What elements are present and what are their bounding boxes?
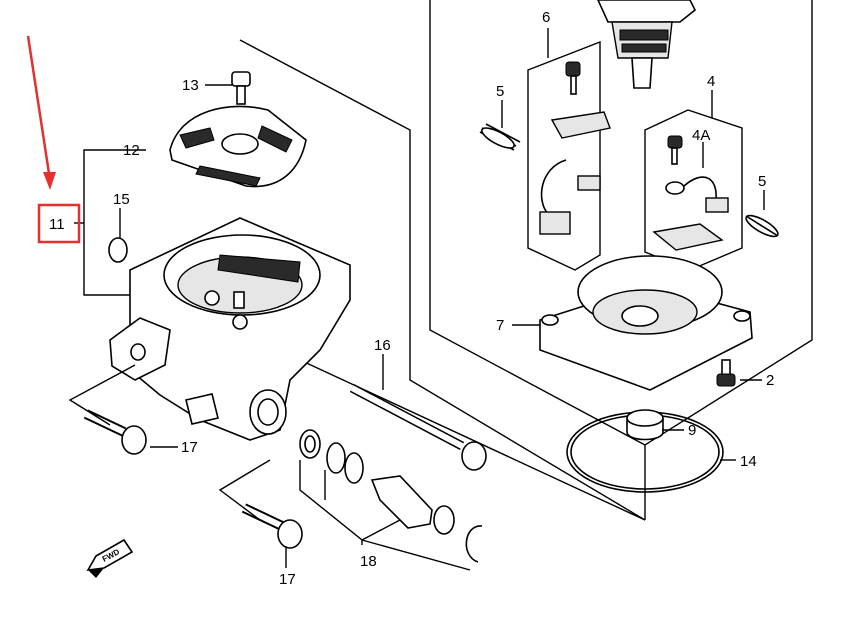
bolt-16 xyxy=(349,384,487,471)
bolt-17-lower xyxy=(241,503,303,549)
callout-17-upper: 17 xyxy=(181,439,198,456)
bolt-17-upper xyxy=(83,409,147,455)
cover-12 xyxy=(169,105,307,188)
callout-4a: 4A xyxy=(692,127,710,144)
spring-5-left xyxy=(479,123,521,151)
part-7-base xyxy=(539,255,753,391)
callout-18: 18 xyxy=(360,553,377,570)
callout-6: 6 xyxy=(542,9,550,26)
bolt-2 xyxy=(716,359,736,387)
callout-11: 11 xyxy=(49,216,65,233)
callout-labels: 6 4 4A 5 5 7 2 9 14 13 12 15 11 16 17 17… xyxy=(49,9,774,588)
callout-13: 13 xyxy=(182,77,199,94)
callout-14: 14 xyxy=(740,453,757,470)
part-4-sensor-group xyxy=(644,109,743,271)
spring-5-right xyxy=(745,214,779,238)
callout-5-left: 5 xyxy=(496,83,504,100)
housing-11 xyxy=(109,217,351,441)
callout-12: 12 xyxy=(123,142,140,159)
callout-16: 16 xyxy=(374,337,391,354)
callout-5-right: 5 xyxy=(758,173,766,190)
callout-9: 9 xyxy=(688,422,696,439)
fwd-arrow-icon: FWD xyxy=(86,538,134,578)
cap-9 xyxy=(626,409,664,441)
highlight-box xyxy=(37,203,81,244)
ring-15 xyxy=(108,237,128,263)
bracket-lines xyxy=(68,364,471,571)
valve-assembly-18 xyxy=(299,429,483,563)
callout-15: 15 xyxy=(113,191,130,208)
callout-2: 2 xyxy=(766,372,774,389)
starter-motor xyxy=(597,0,697,89)
callout-7: 7 xyxy=(496,317,504,334)
callout-4: 4 xyxy=(707,73,715,90)
callout-17-lower: 17 xyxy=(279,571,296,588)
screw-13 xyxy=(231,71,251,105)
part-6-sensor-group xyxy=(527,40,611,271)
leader-lines xyxy=(74,28,765,568)
highlight-annotation xyxy=(26,35,81,244)
